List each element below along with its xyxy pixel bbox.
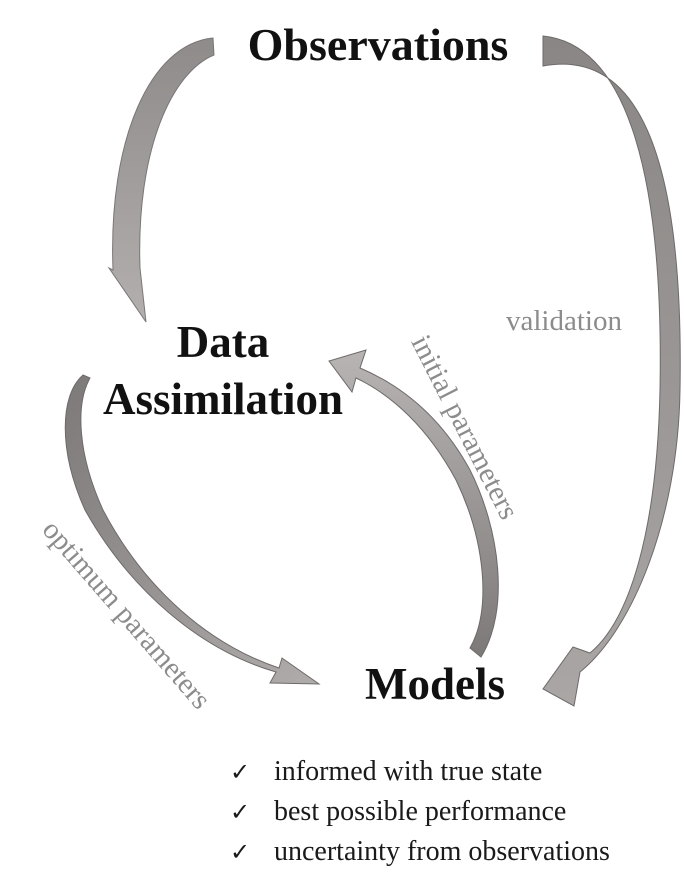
node-models: Models <box>335 662 535 707</box>
arrow-models-to-data-assimilation <box>328 349 499 658</box>
benefit-text: best possible performance <box>274 796 567 827</box>
benefit-item: ✓ uncertainty from observations <box>230 832 610 872</box>
edge-label-validation: validation <box>506 305 622 337</box>
node-models-label: Models <box>365 659 505 709</box>
benefits-list: ✓ informed with true state ✓ best possible… <box>230 752 610 872</box>
node-data-assimilation-line2: Assimilation <box>102 374 344 425</box>
arrow-observations-to-models <box>542 35 681 707</box>
benefit-item: ✓ best possible performance <box>230 792 610 832</box>
node-observations-label: Observations <box>247 19 509 70</box>
benefit-text: informed with true state <box>274 756 543 787</box>
check-icon: ✓ <box>230 798 251 826</box>
benefit-text: uncertainty from observations <box>274 836 610 867</box>
check-icon: ✓ <box>230 838 251 866</box>
node-data-assimilation: Data Assimilation <box>78 314 368 428</box>
benefit-item: ✓ informed with true state <box>230 752 610 792</box>
check-icon: ✓ <box>230 758 251 786</box>
node-data-assimilation-line1: Data <box>176 317 270 367</box>
arrow-observations-to-data-assimilation <box>107 37 215 323</box>
node-observations: Observations <box>228 22 528 68</box>
arrow-data-assimilation-to-models <box>64 374 321 685</box>
